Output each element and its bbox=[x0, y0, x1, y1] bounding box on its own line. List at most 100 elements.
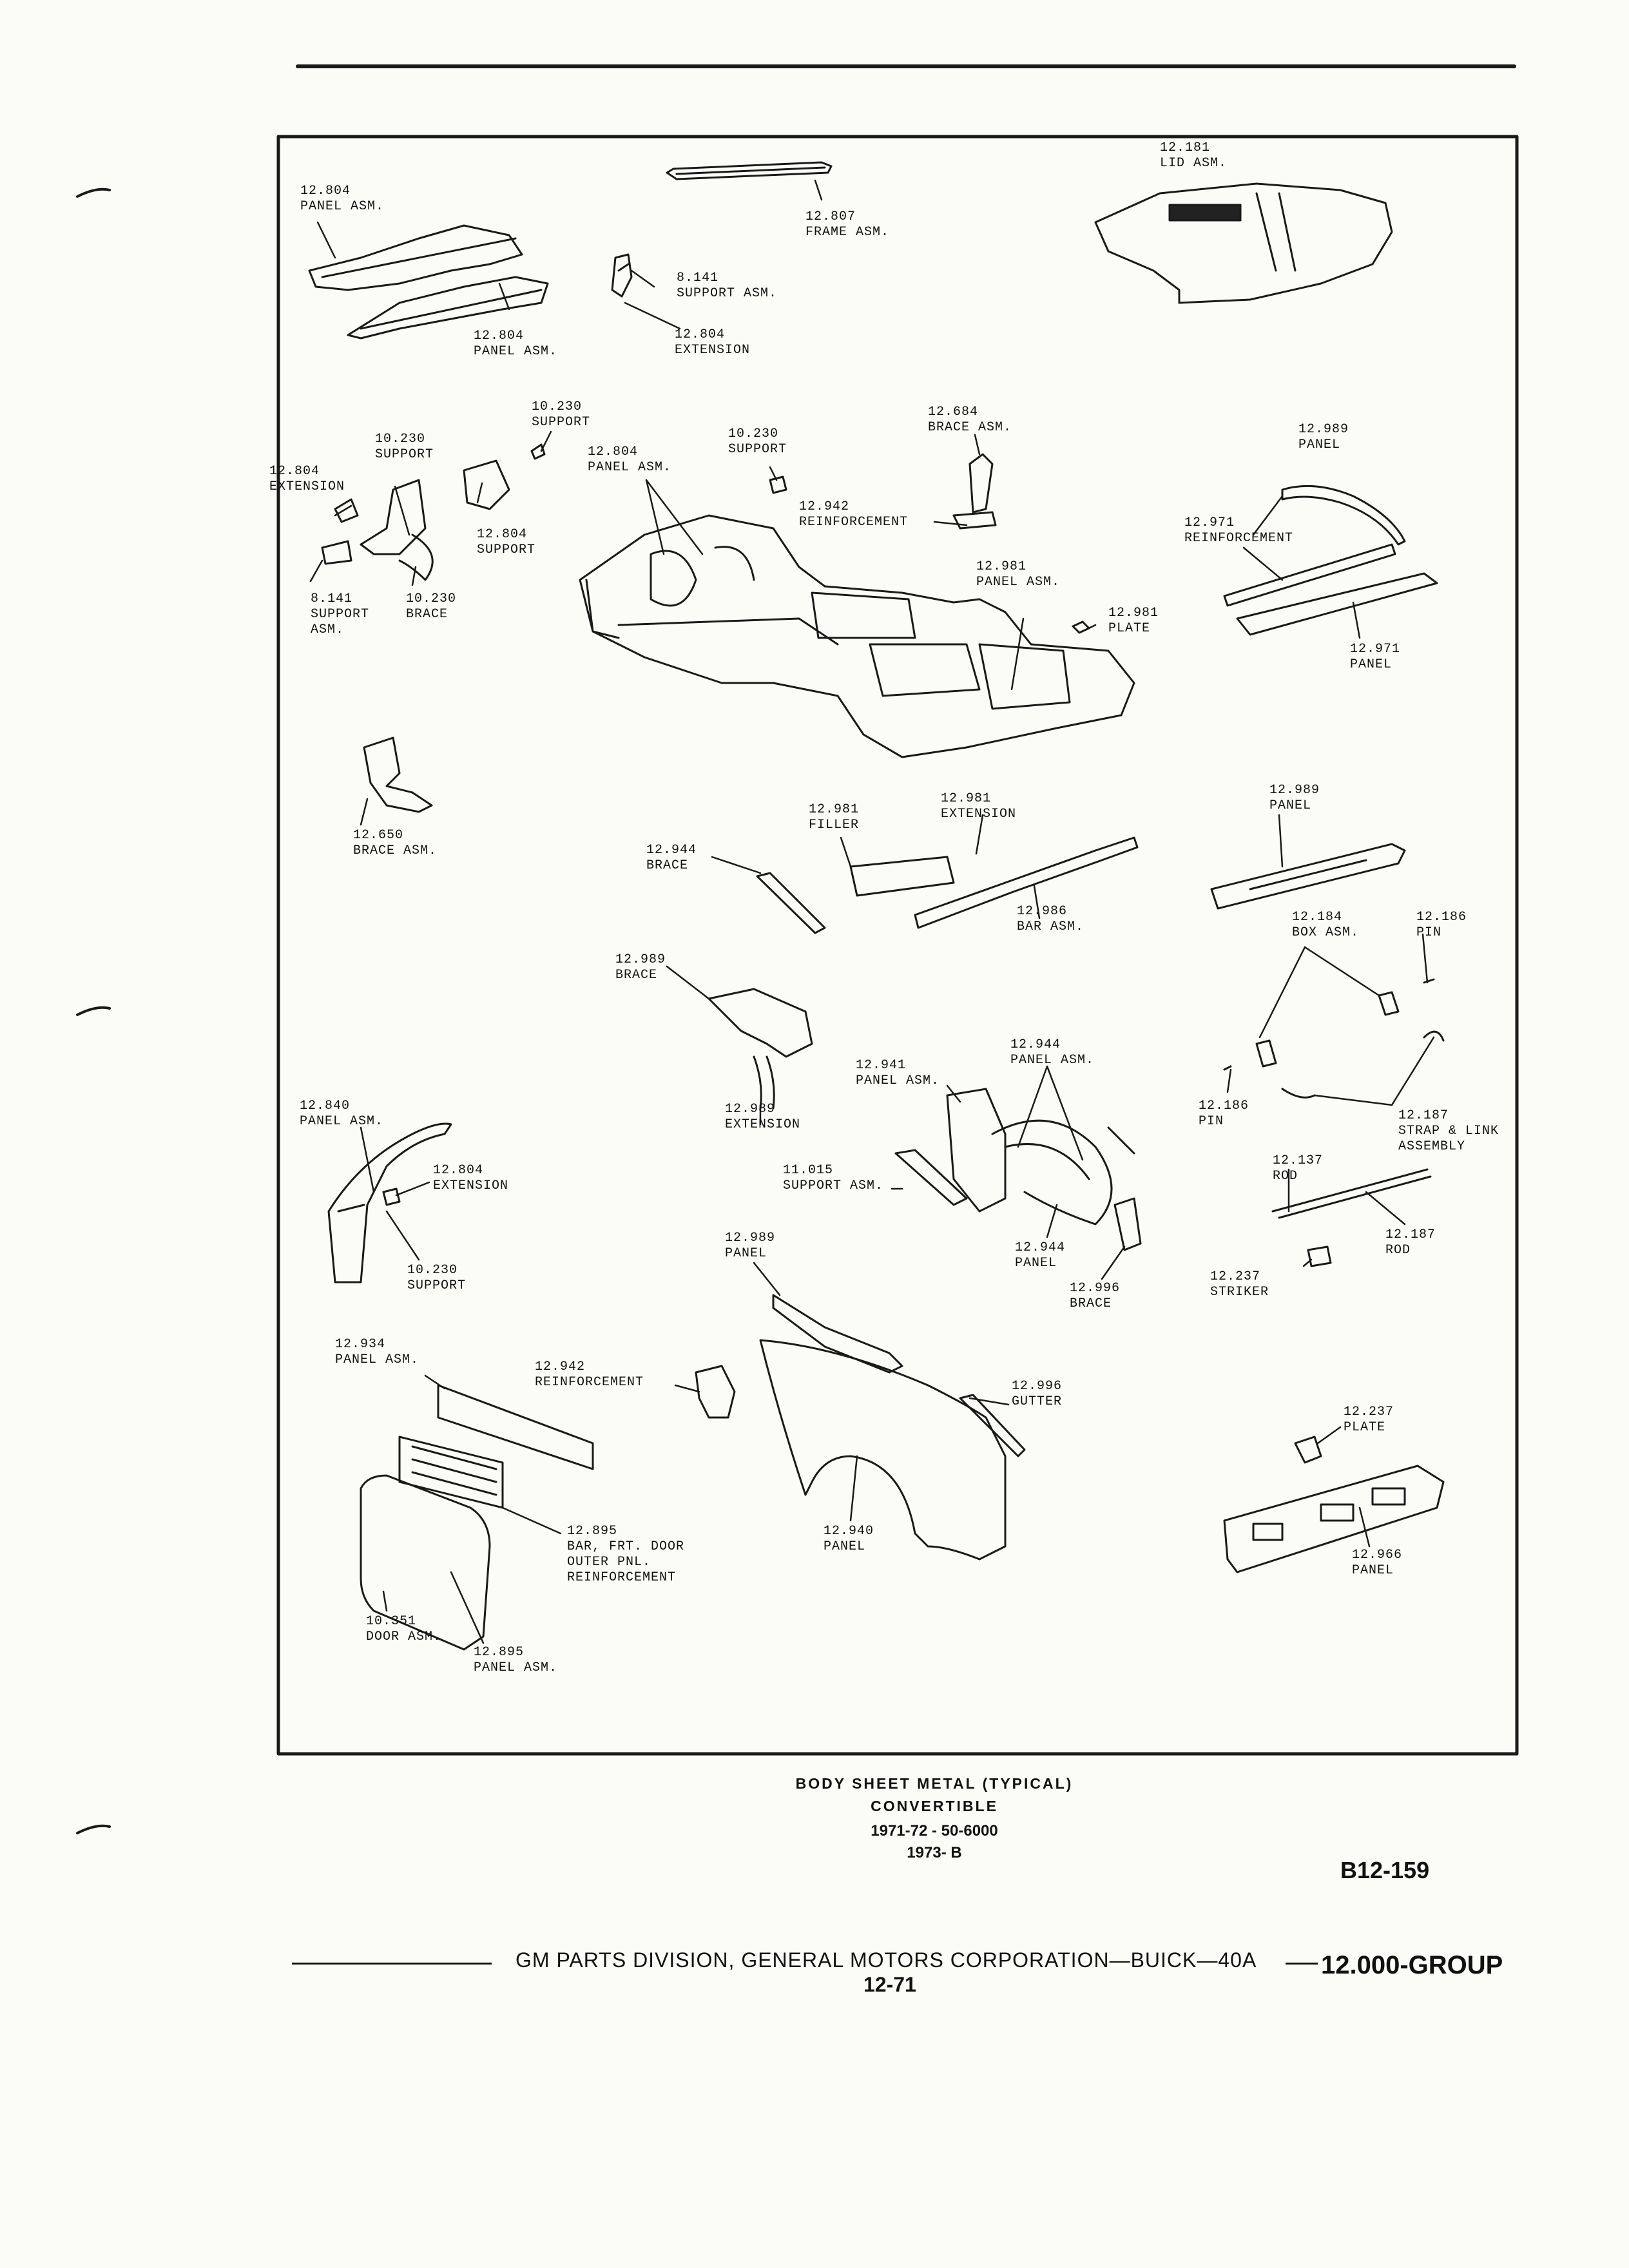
part-number: 12.804 bbox=[588, 445, 639, 459]
part-number: 12.934 bbox=[335, 1337, 386, 1352]
part-number: 12.186 bbox=[1199, 1099, 1249, 1113]
part-12237-plate bbox=[1294, 1436, 1322, 1464]
part-number: 12.966 bbox=[1352, 1548, 1403, 1562]
part-12989-brace-mid bbox=[708, 988, 813, 1110]
part-name: PIN bbox=[1416, 925, 1442, 940]
part-name: FILLER bbox=[809, 818, 860, 832]
part-number: 12.181 bbox=[1160, 140, 1211, 155]
part-number: 10.230 bbox=[406, 591, 457, 606]
part-name: ROD bbox=[1385, 1243, 1411, 1258]
part-number: 12.684 bbox=[928, 405, 979, 419]
part-name: GUTTER bbox=[1012, 1394, 1063, 1409]
part-name: BOX ASM. bbox=[1292, 925, 1360, 940]
part-name: PLATE bbox=[1108, 621, 1151, 636]
part-name: SUPPORT bbox=[407, 1278, 467, 1293]
part-12650-brace bbox=[363, 736, 433, 813]
part-name: SUPPORT bbox=[532, 415, 591, 430]
part-name: BRACE bbox=[646, 858, 689, 873]
part-number: 10.351 bbox=[366, 1614, 417, 1629]
part-name: PANEL bbox=[1352, 1563, 1394, 1578]
part-12807-frame bbox=[666, 161, 833, 180]
part-number: 12.942 bbox=[535, 1360, 586, 1374]
part-number: 12.989 bbox=[615, 952, 666, 967]
figure-frame bbox=[276, 135, 1519, 1756]
part-name: STRAP & LINK ASSEMBLY bbox=[1398, 1124, 1499, 1154]
part-number: 12.187 bbox=[1385, 1227, 1436, 1242]
part-number: 12.137 bbox=[1273, 1153, 1324, 1168]
part-number: 12.940 bbox=[824, 1524, 874, 1539]
part-number: 12.804 bbox=[675, 327, 726, 342]
part-12996-brace bbox=[1113, 1197, 1142, 1251]
part-12934-panel bbox=[437, 1384, 594, 1470]
part-number: 12.941 bbox=[856, 1058, 907, 1073]
part-name: EXTENSION bbox=[675, 343, 751, 358]
part-name: SUPPORT ASM. bbox=[677, 286, 778, 301]
part-number: 12.895 bbox=[567, 1524, 618, 1539]
part-12895-bar bbox=[398, 1436, 504, 1509]
part-name: PANEL bbox=[824, 1539, 866, 1554]
part-12986-bar bbox=[914, 836, 1139, 929]
part-number: 12.895 bbox=[474, 1645, 525, 1660]
part-name: ROD bbox=[1273, 1169, 1298, 1184]
part-name: PANEL bbox=[1298, 437, 1341, 452]
part-name: BRACE bbox=[1070, 1296, 1112, 1311]
part-name: PANEL ASM. bbox=[474, 1660, 558, 1675]
footer-group: 12.000-GROUP bbox=[1321, 1951, 1503, 1979]
part-name: SUPPORT bbox=[477, 543, 536, 557]
caption-title: BODY SHEET METAL (TYPICAL) bbox=[795, 1775, 1074, 1792]
part-number: 10.230 bbox=[532, 399, 583, 414]
part-name: PANEL ASM. bbox=[1010, 1053, 1095, 1068]
part-12989-panel-lower bbox=[772, 1294, 903, 1374]
part-number: 12.986 bbox=[1017, 904, 1068, 919]
part-number: 12.942 bbox=[799, 499, 850, 514]
part-name: PANEL ASM. bbox=[300, 1114, 384, 1129]
part-number: 12.237 bbox=[1344, 1405, 1394, 1419]
part-number: 11.015 bbox=[783, 1163, 834, 1178]
part-name: SUPPORT bbox=[728, 442, 787, 457]
part-12971-reinforcement bbox=[1223, 543, 1396, 607]
part-10351-door bbox=[360, 1474, 491, 1651]
part-number: 12.989 bbox=[725, 1231, 776, 1245]
part-name: PANEL ASM. bbox=[300, 199, 385, 214]
part-number: 12.804 bbox=[300, 184, 351, 198]
footer-rule-left bbox=[292, 1963, 492, 1965]
part-number: 12.804 bbox=[477, 527, 528, 542]
part-number: 12.187 bbox=[1398, 1108, 1449, 1123]
part-12996-gutter bbox=[959, 1394, 1026, 1457]
caption-subtitle: CONVERTIBLE bbox=[871, 1798, 998, 1814]
part-12989-panel-rear bbox=[1281, 485, 1406, 546]
part-12971-panel bbox=[1236, 572, 1438, 636]
part-number: 12.944 bbox=[1010, 1037, 1061, 1052]
part-number: 8.141 bbox=[311, 591, 353, 606]
part-8141-support-upper bbox=[611, 253, 633, 298]
part-name: PLATE bbox=[1344, 1420, 1386, 1435]
part-number: 12.944 bbox=[1015, 1240, 1066, 1255]
